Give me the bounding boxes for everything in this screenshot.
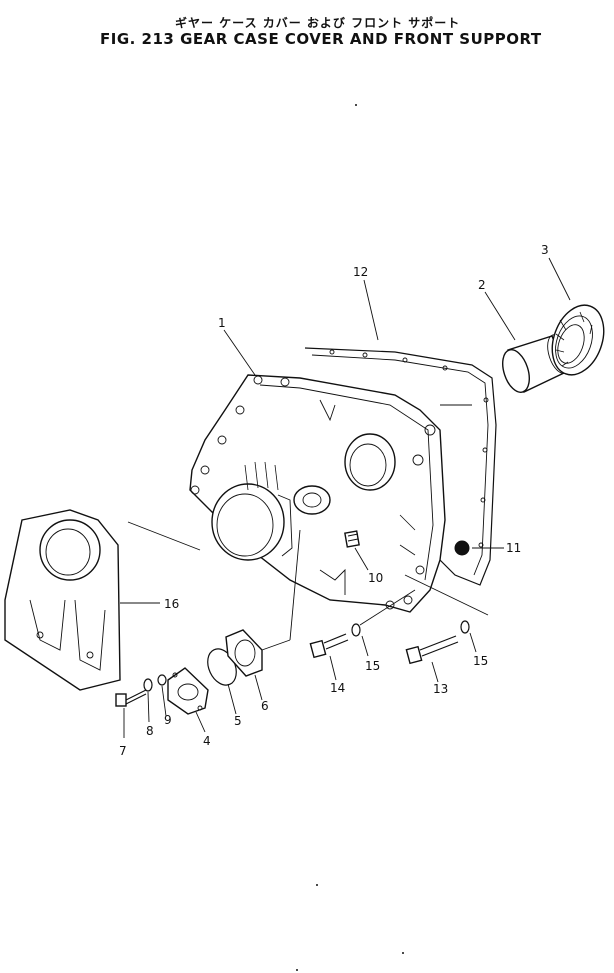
callout-6: 6 xyxy=(261,699,269,713)
callout-12: 12 xyxy=(353,265,368,279)
bearing-3 xyxy=(551,304,605,376)
callout-1: 1 xyxy=(218,316,226,330)
plug-10 xyxy=(344,530,360,548)
callout-7: 7 xyxy=(119,744,127,758)
callout-labels: 1 2 3 4 5 6 7 8 9 10 11 12 13 14 15 15 1… xyxy=(119,243,549,758)
callout-14: 14 xyxy=(330,681,345,695)
gear-case-cover-1 xyxy=(189,374,446,613)
callout-9: 9 xyxy=(164,713,172,727)
callout-4: 4 xyxy=(203,734,211,748)
gasket-12 xyxy=(304,347,497,586)
washer-15-left xyxy=(351,623,361,637)
leader-lines xyxy=(120,257,571,738)
callout-15-right: 15 xyxy=(473,654,488,668)
callout-13: 13 xyxy=(433,682,448,696)
callout-3: 3 xyxy=(541,243,549,257)
scan-specks xyxy=(296,104,404,971)
callout-15-left: 15 xyxy=(365,659,380,673)
figure-title-japanese: ギヤー ケース カバー および フロント サポート xyxy=(175,16,461,30)
bolt-7 xyxy=(115,689,147,707)
front-support-16 xyxy=(4,509,121,691)
gasket-6 xyxy=(225,629,263,677)
bolt-13 xyxy=(405,635,459,665)
callout-10: 10 xyxy=(368,571,383,585)
bushing-2 xyxy=(502,334,571,393)
bolt-14 xyxy=(309,633,349,659)
washer-9 xyxy=(157,674,167,686)
callout-16: 16 xyxy=(164,597,179,611)
washer-8 xyxy=(143,678,153,692)
callout-5: 5 xyxy=(234,714,242,728)
callout-2: 2 xyxy=(478,278,486,292)
callout-11: 11 xyxy=(506,541,521,555)
washer-15-right xyxy=(460,620,470,634)
figure-title: FIG. 213 GEAR CASE COVER AND FRONT SUPPO… xyxy=(100,30,542,48)
cover-plate-4 xyxy=(167,667,209,715)
callout-8: 8 xyxy=(146,724,154,738)
plug-11 xyxy=(454,540,470,556)
